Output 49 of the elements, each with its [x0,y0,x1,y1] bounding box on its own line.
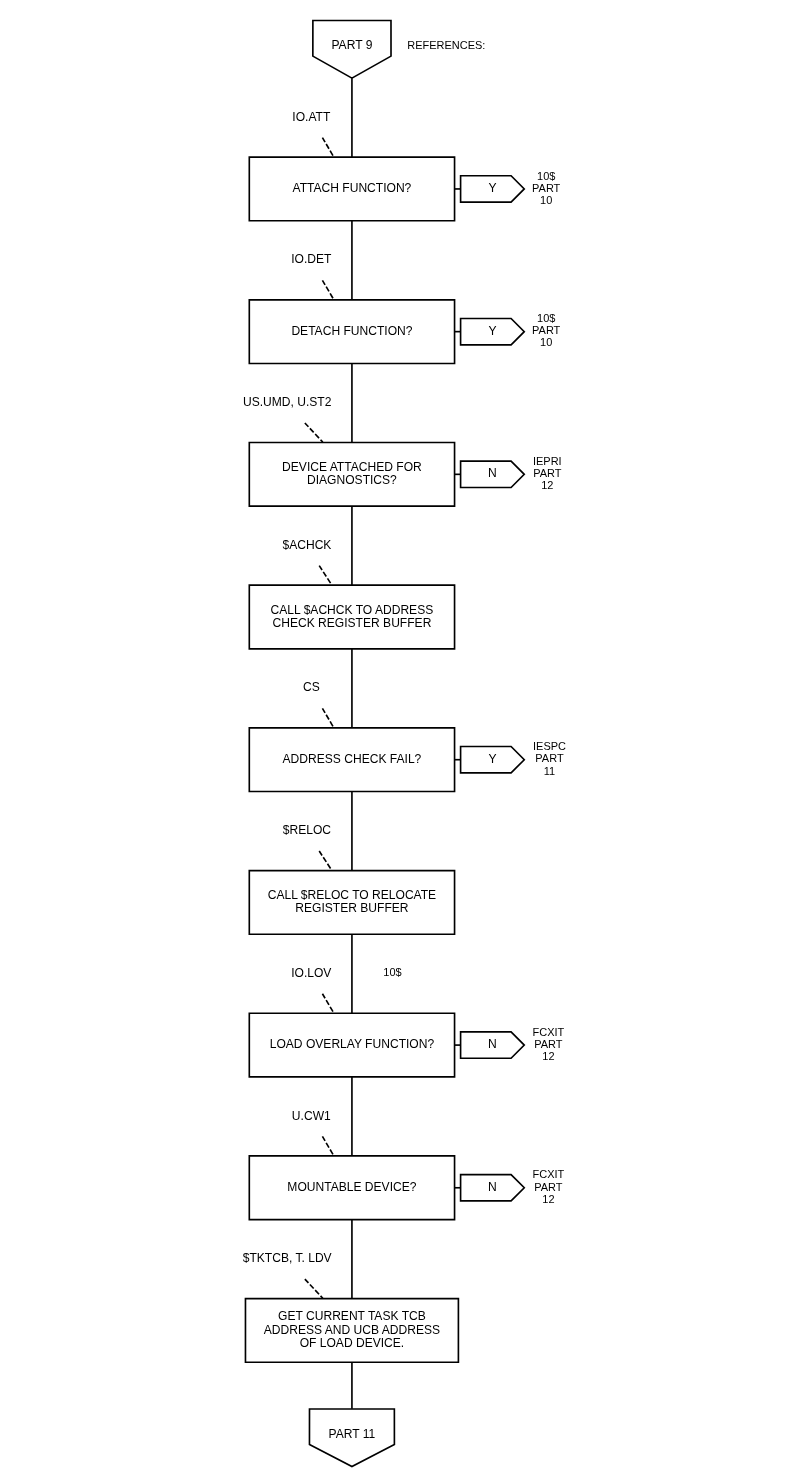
connector [321,707,335,729]
connector [351,933,353,1015]
connector [321,136,335,158]
connector [453,1044,462,1046]
node-box: DEVICE ATTACHED FOR DIAGNOSTICS? [248,441,456,507]
node-box: CALL $ACHCK TO ADDRESS CHECK REGISTER BUFFER [248,584,456,650]
node-label: IESPC PART 11 [533,740,566,777]
node-text: $TKTCB, T. LDV [242,1251,332,1266]
connector [304,422,324,443]
connector [351,790,353,872]
node-box: GET CURRENT TASK TCB ADDRESS AND UCB ADDRESS OF LOAD DEVICE. [244,1297,460,1364]
node-label: IEPRI PART 12 [532,455,562,492]
connector [351,648,353,729]
node-text: $ACHCK [282,537,332,552]
node-box: CALL $RELOC TO RELOCATE REGISTER BUFFER [248,869,456,936]
node-text: IO.DET [291,252,332,267]
connector [318,564,333,586]
node-box: ADDRESS CHECK FAIL? [248,727,456,793]
connector [351,77,353,158]
node-label: FCXIT PART 12 [532,1025,565,1062]
node-text: $RELOC [282,823,332,838]
connector [321,1135,335,1157]
label: REFERENCES: [407,39,486,52]
node-text: CS [302,680,320,695]
connector [304,1278,324,1300]
connector [351,362,353,444]
node-label: 10$ PART 10 [532,169,561,206]
node-text: U.CW1 [291,1108,331,1123]
connector [351,505,353,586]
node-box: DETACH FUNCTION? [248,299,456,365]
connector [321,992,335,1014]
node-box: MOUNTABLE DEVICE? [248,1155,456,1221]
node-text: IO.ATT [292,109,331,124]
connector [351,1076,353,1157]
connector [318,850,333,871]
node-box: LOAD OVERLAY FUNCTION? [248,1012,456,1078]
connector [351,220,353,301]
connector [351,1218,353,1300]
connector [453,758,462,761]
node-text: IO.LOV [291,965,332,980]
connector [453,188,462,190]
label: 10$ [383,966,402,979]
connector [321,279,335,301]
node-text: US.UMD, U.ST2 [242,395,332,410]
node-label: 10$ PART 10 [532,312,561,349]
node-box: ATTACH FUNCTION? [248,156,456,222]
node-label: FCXIT PART 12 [532,1168,565,1205]
connector [453,1186,462,1189]
connector [351,1361,353,1410]
